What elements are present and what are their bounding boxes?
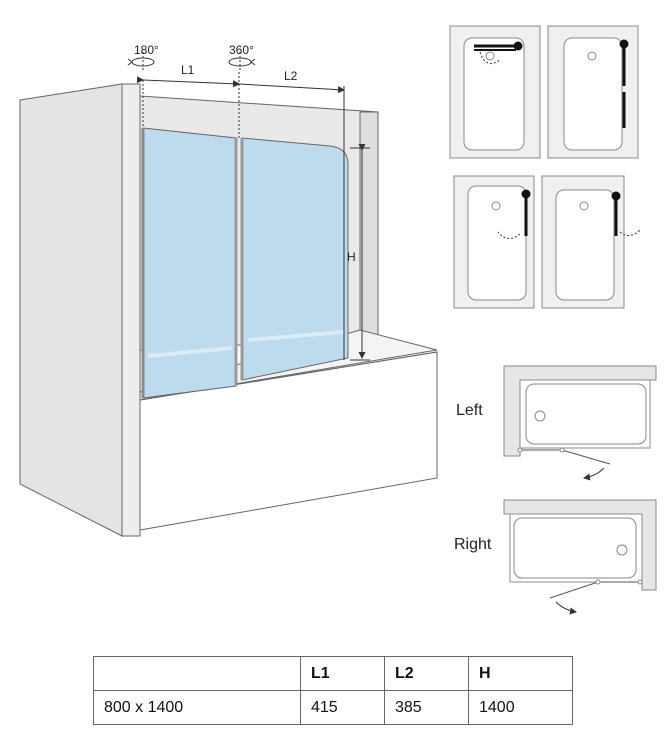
plan-right — [503, 499, 657, 615]
table-row: 800 x 1400 415 385 1400 — [93, 690, 573, 725]
header-cell-h: H — [468, 656, 573, 691]
rotation-180-label: 180° — [134, 43, 159, 57]
l1-label: L1 — [181, 63, 195, 77]
glass-panel-right — [241, 137, 349, 381]
plan-left — [503, 365, 657, 481]
header-cell-l2: L2 — [384, 656, 469, 691]
back-wall-side — [19, 83, 123, 537]
plan-1 — [449, 25, 541, 159]
dimension-lines — [127, 52, 370, 361]
l2-label: L2 — [284, 69, 298, 83]
table-header-row: L1 L2 H — [93, 656, 573, 691]
plan-4 — [541, 175, 641, 309]
left-orientation-label: Left — [456, 402, 483, 419]
main-perspective-view — [19, 83, 438, 537]
rotation-360-label: 360° — [229, 43, 254, 57]
cell-size: 800 x 1400 — [93, 690, 301, 725]
cell-h: 1400 — [468, 690, 573, 725]
dimensions-table: L1 L2 H 800 x 1400 415 385 1400 — [93, 656, 573, 725]
cell-l2: 385 — [384, 690, 469, 725]
cell-l1: 415 — [300, 690, 385, 725]
plan-3 — [453, 175, 535, 309]
right-orientation-label: Right — [454, 536, 492, 553]
h-label: H — [347, 250, 356, 264]
plan-2 — [547, 25, 639, 159]
right-wall — [359, 111, 379, 341]
header-cell-size — [93, 656, 301, 691]
l1-dimension-line — [136, 76, 240, 88]
header-cell-l1: L1 — [300, 656, 385, 691]
back-wall-front — [121, 83, 141, 537]
glass-panel-left — [142, 127, 237, 399]
l2-dimension-line — [232, 80, 345, 94]
